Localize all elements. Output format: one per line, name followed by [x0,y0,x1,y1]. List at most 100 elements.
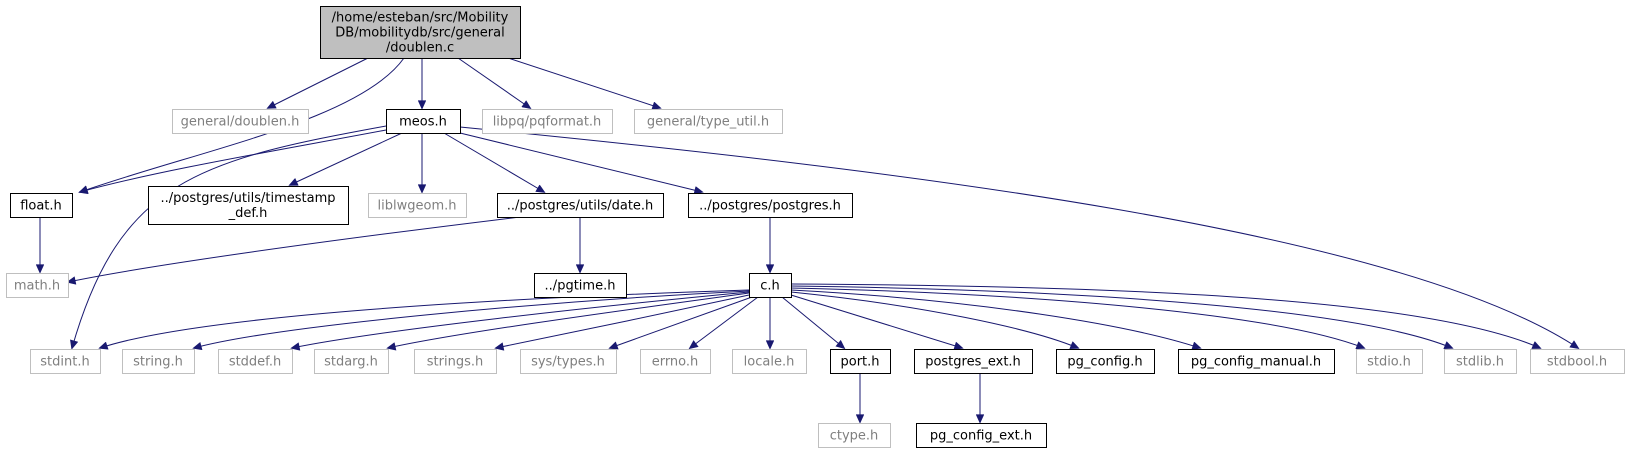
node-stddef-h: stddef.h [218,349,293,374]
node-general-doublen-h: general/doublen.h [172,109,309,134]
node-sys-types-h: sys/types.h [520,349,617,374]
edge-date-h-to-math-h [68,216,521,282]
node-errno-h: errno.h [640,349,711,374]
node-label: c.h [760,279,780,294]
node-label: strings.h [427,355,483,370]
edge-meos-h-to-date-h [443,132,544,192]
node-label: stdlib.h [1456,355,1504,370]
node-box [830,349,891,374]
node-box [148,186,349,225]
edges-layer [40,57,1578,422]
node-box [1056,349,1155,374]
edge-c-h-to-strings-h [496,294,750,348]
node-box [414,349,497,374]
edge-root-to-general-type-util-h [507,57,660,108]
node-label: /doublen.c [386,41,454,56]
node-stdarg-h: stdarg.h [314,349,389,374]
node-liblwgeom-h: liblwgeom.h [368,193,467,218]
node-box [368,193,467,218]
node-general-type-util-h: general/type_util.h [634,109,783,134]
node-box [688,193,853,218]
node-box [534,273,627,298]
edge-c-h-to-stdint-h [100,289,750,348]
node-root[interactable]: /home/esteban/src/MobilityDB/mobilitydb/… [320,6,521,59]
node-box [1530,349,1625,374]
node-label: errno.h [652,355,699,370]
edge-meos-h-to-float-h [80,129,387,192]
edge-c-h-to-errno-h [690,296,759,348]
node-strings-h: strings.h [414,349,497,374]
node-label: port.h [840,355,879,370]
node-date-h[interactable]: ../postgres/utils/date.h [497,193,664,218]
nodes-layer: /home/esteban/src/MobilityDB/mobilitydb/… [6,6,1625,448]
node-ctype-h: ctype.h [818,423,891,448]
node-label: ../postgres/utils/timestamp [160,191,335,206]
node-label: meos.h [399,115,447,130]
node-box [482,109,613,134]
edge-root-to-general-doublen-h [268,57,369,108]
edge-c-h-to-stddef-h [292,291,750,348]
node-label: ../pgtime.h [545,279,616,294]
node-label: pg_config.h [1067,355,1142,370]
node-box [6,273,69,298]
node-label: locale.h [744,355,795,370]
node-box [320,6,521,59]
node-label: liblwgeom.h [378,199,457,214]
node-box [497,193,664,218]
node-label: string.h [133,355,183,370]
edge-root-to-libpq-pqformat-h [457,57,530,108]
node-label: float.h [20,199,62,214]
node-label: stdio.h [1367,355,1411,370]
edge-c-h-to-sys-types-h [610,296,753,348]
node-label: pg_config_ext.h [930,429,1032,444]
node-label: DB/mobilitydb/src/general [335,26,504,41]
edge-c-h-to-pg-config-h [790,291,1078,348]
node-timestamp-def-h[interactable]: ../postgres/utils/timestamp_def.h [148,186,349,225]
node-box [1356,349,1423,374]
edge-c-h-to-string-h [194,290,750,348]
node-label: libpq/pqformat.h [493,115,602,130]
node-c-h[interactable]: c.h [749,273,792,298]
node-box [749,273,792,298]
node-box [1178,349,1335,374]
node-pg-config-h[interactable]: pg_config.h [1056,349,1155,374]
node-postgres-h[interactable]: ../postgres/postgres.h [688,193,853,218]
edge-c-h-to-stdio-h [790,287,1364,348]
node-postgres-ext-h[interactable]: postgres_ext.h [914,349,1033,374]
node-label: ctype.h [830,429,879,444]
node-pg-config-ext-h[interactable]: pg_config_ext.h [916,423,1047,448]
node-label: /home/esteban/src/Mobility [332,11,509,26]
node-box [172,109,309,134]
node-box [520,349,617,374]
node-box [634,109,783,134]
node-stdlib-h: stdlib.h [1444,349,1517,374]
node-stdint-h: stdint.h [30,349,101,374]
node-label: stdarg.h [324,355,378,370]
node-label: general/type_util.h [647,115,769,130]
node-stdbool-h: stdbool.h [1530,349,1625,374]
node-label: stddef.h [229,355,281,370]
edge-meos-h-to-postgres-h [459,132,702,192]
node-stdio-h: stdio.h [1356,349,1423,374]
edge-c-h-to-stdlib-h [790,285,1452,348]
node-meos-h[interactable]: meos.h [386,109,461,134]
node-label: sys/types.h [531,355,605,370]
node-pgtime-h[interactable]: ../pgtime.h [534,273,627,298]
node-box [640,349,711,374]
edge-c-h-to-port-h [781,296,844,348]
node-box [122,349,195,374]
node-box [732,349,807,374]
node-box [386,109,461,134]
node-port-h[interactable]: port.h [830,349,891,374]
node-box [1444,349,1517,374]
node-box [10,193,73,218]
node-string-h: string.h [122,349,195,374]
node-pg-config-manual-h[interactable]: pg_config_manual.h [1178,349,1335,374]
node-label: general/doublen.h [181,115,300,130]
node-label: ../postgres/utils/date.h [507,199,654,214]
edge-c-h-to-stdarg-h [388,292,750,348]
edge-meos-h-to-stdbool-h [459,126,1578,348]
edge-c-h-to-pg-config-manual-h [790,289,1200,348]
node-float-h[interactable]: float.h [10,193,73,218]
node-libpq-pqformat-h: libpq/pqformat.h [482,109,613,134]
